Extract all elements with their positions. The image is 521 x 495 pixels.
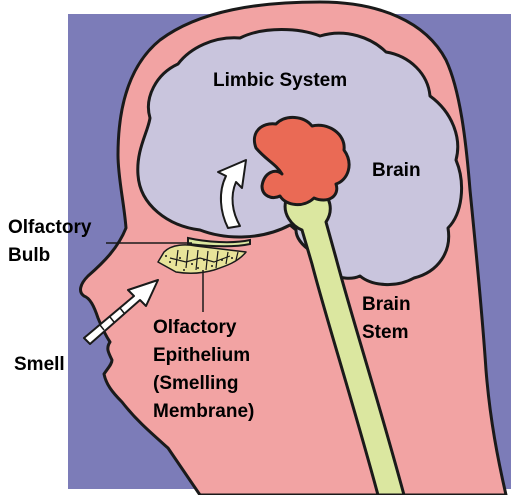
limbic-system <box>254 117 349 204</box>
label-smell: Smell <box>14 354 65 375</box>
label-limbic-system: Limbic System <box>213 70 347 91</box>
label-brain: Brain <box>372 160 421 181</box>
